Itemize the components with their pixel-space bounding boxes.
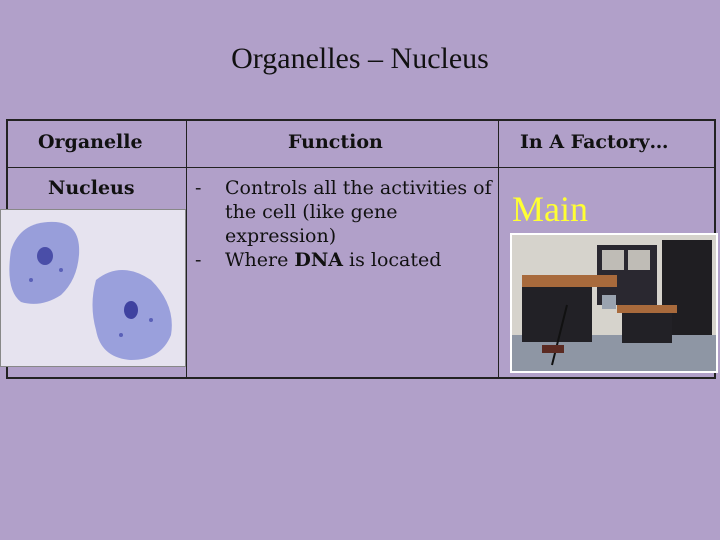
function-list: - Controls all the activities of the cel… xyxy=(195,176,495,272)
office-illustration xyxy=(512,235,716,371)
header-divider xyxy=(8,167,714,168)
organelle-name: Nucleus xyxy=(48,177,135,199)
dna-emphasis: DNA xyxy=(294,249,343,271)
column-divider-2 xyxy=(498,121,499,377)
header-organelle: Organelle xyxy=(38,131,143,153)
column-divider-1 xyxy=(186,121,187,377)
header-factory: In A Factory… xyxy=(520,131,669,153)
list-item: - Where DNA is located xyxy=(195,249,442,271)
nucleus-micrograph-image xyxy=(0,209,186,367)
cells-illustration xyxy=(1,210,185,366)
factory-label: Main xyxy=(512,189,588,229)
header-function: Function xyxy=(288,131,383,153)
office-photo-image xyxy=(510,233,718,373)
list-item: - Controls all the activities of the cel… xyxy=(195,177,492,247)
slide-title: Organelles – Nucleus xyxy=(231,42,489,75)
